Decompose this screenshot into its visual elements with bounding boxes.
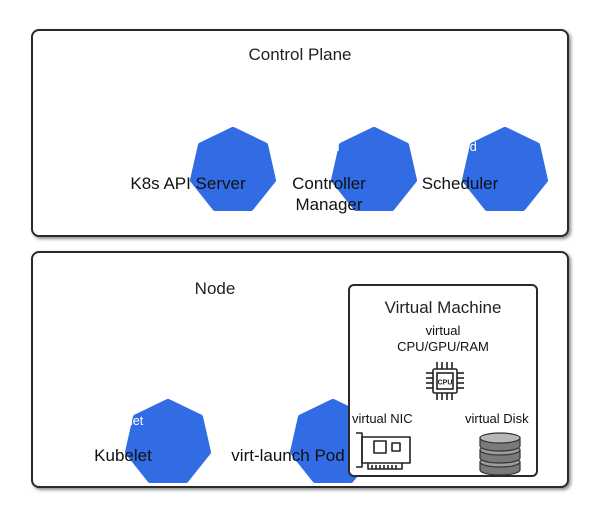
scheduler-icon: sched [442,101,506,171]
scheduler-badge: sched [443,140,477,154]
kubelet-icon: kubelet [103,367,169,443]
virtual-machine-title: Virtual Machine [384,298,502,317]
kubelet-component: kubelet Kubelet [48,353,198,466]
network-card-icon [356,432,411,470]
api-server-label: K8s API Server [130,174,246,193]
api-server-icon: api [170,101,234,171]
kubelet-badge: kubelet [103,414,144,428]
vm-cpu-label-line2: CPU/GPU/RAM [397,339,489,354]
vm-disk-label: virtual Disk [465,411,529,426]
controller-manager-component: c-m Controller Manager [254,81,404,215]
scheduler-component: sched Scheduler [385,81,535,194]
virt-launch-label: virt-launch Pod [231,446,345,465]
cpu-chip-text: CPU [438,380,453,387]
control-plane-title: Control Plane [248,45,352,64]
virtual-machine-box: Virtual Machine virtual CPU/GPU/RAM CPU … [348,284,538,477]
disk-stack-icon [479,432,521,476]
vm-cpu-label-line1: virtual [425,323,461,338]
controller-manager-label-line1: Controller [292,174,366,193]
api-badge: api [180,140,197,154]
vm-nic-label: virtual NIC [352,411,413,426]
api-server-component: api K8s API Server [113,81,263,194]
pod-cube-icon [272,380,304,416]
controller-manager-icon: c-m [311,101,375,171]
kubelet-label: Kubelet [94,446,152,465]
pod-icon [272,380,334,443]
cube-stack-icon [105,367,131,386]
scheduler-label: Scheduler [421,174,499,193]
controller-manager-badge: c-m [319,140,340,154]
control-plane-panel: Control Plane api K8s API Server c-m Con… [31,29,569,237]
cpu-chip-icon: CPU [426,362,464,400]
node-title: Node [194,279,236,298]
virt-launch-component: virt-launch Pod [213,353,363,466]
node-panel: Node kubelet Kubelet virt-launch Pod [31,251,569,488]
controller-manager-label-line2: Manager [295,195,363,214]
